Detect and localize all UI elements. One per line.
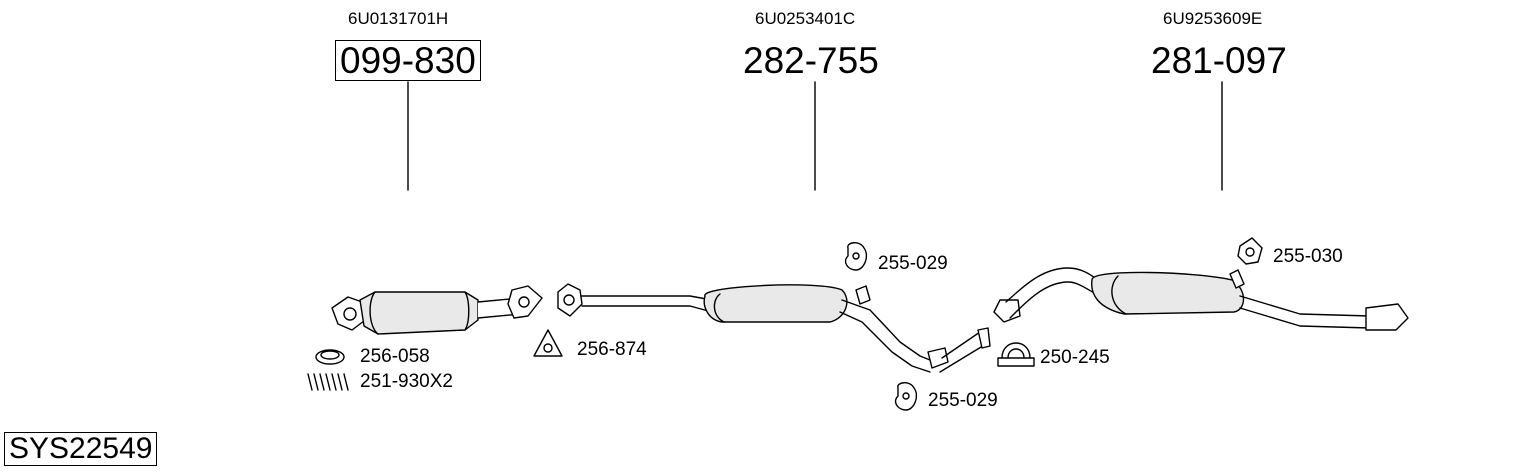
middle-silencer-part [557,283,991,373]
part-ref-converter[interactable]: 099-830 [335,40,481,81]
accessory-label-hanger-2[interactable]: 255-029 [928,390,998,411]
clamp-icon [997,342,1035,367]
hanger-icon-2 [894,382,918,411]
oem-number-converter: 6U0131701H [348,9,449,28]
oem-number-middle-silencer: 6U0253401C [755,9,856,28]
part-ref-middle-silencer[interactable]: 282-755 [743,40,879,81]
catalytic-converter-part [331,285,543,335]
hanger-icon-3 [1237,237,1263,265]
accessory-label-spring[interactable]: 251-930X2 [360,371,453,392]
accessory-label-hanger-1[interactable]: 255-029 [878,253,948,274]
accessory-label-gasket[interactable]: 256-058 [360,346,430,367]
flange-gasket-icon [533,329,563,357]
gasket-icon [315,349,345,365]
accessory-label-hanger-3[interactable]: 255-030 [1273,246,1343,267]
accessory-label-flange-gasket[interactable]: 256-874 [577,339,647,360]
rear-silencer-part [993,267,1409,331]
system-code: SYS22549 [4,432,158,466]
oem-number-rear-silencer: 6U9253609E [1163,9,1263,28]
spring-icon [307,373,349,391]
hanger-icon-1 [844,242,868,271]
part-ref-rear-silencer[interactable]: 281-097 [1151,40,1287,81]
accessory-label-clamp[interactable]: 250-245 [1040,347,1110,368]
